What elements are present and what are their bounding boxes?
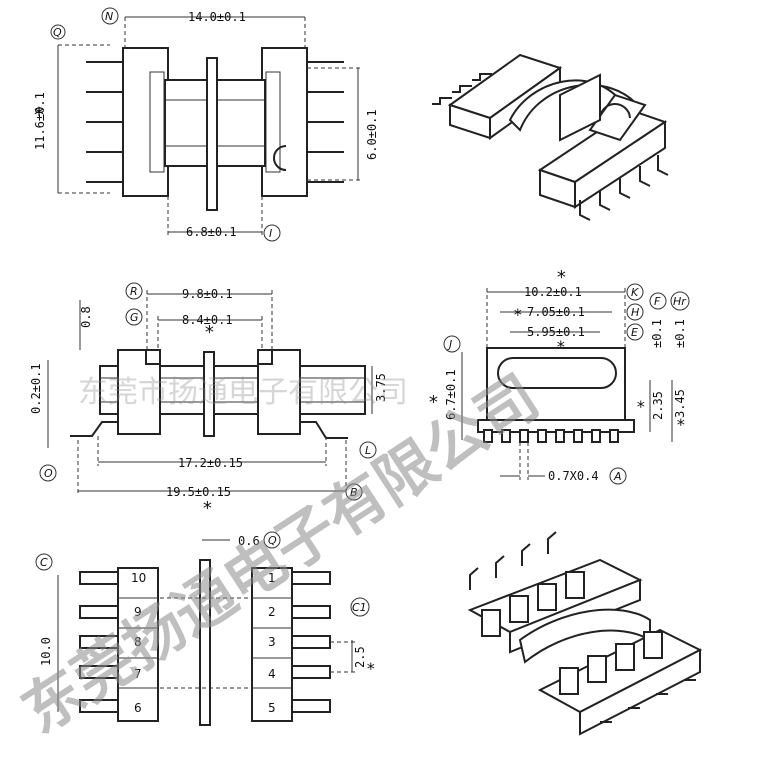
pin-label-5: 5 (268, 701, 276, 715)
label-q-bottom: Q (268, 534, 277, 547)
bottom-center-flange (199, 559, 211, 726)
dim-top-inner-width: 6.8±0.1 (186, 225, 237, 239)
pin-label-1: 1 (268, 571, 276, 585)
right-flange (261, 47, 308, 197)
front-view: * 10.2±0.1 K * 7.05±0.1 H 5.95±0.1 E * F… (428, 267, 690, 485)
svg-text:*: * (556, 337, 566, 356)
dim-side-left-height: 0.2±0.1 (29, 363, 43, 414)
label-r: R (130, 285, 138, 298)
top-left-pins (86, 61, 123, 183)
pin-label-4: 4 (268, 667, 276, 681)
dim-top-right-height: 6.0±0.1 (365, 109, 379, 160)
dim-top-height: 11.6±0.1 (33, 92, 47, 150)
side-center-flange (203, 351, 215, 437)
dim-front-k: 10.2±0.1 (524, 285, 582, 299)
label-l: L (365, 444, 371, 457)
dim-front-hr: ±0.1 (673, 319, 687, 348)
dim-front-f: ±0.1 (650, 319, 664, 348)
left-flange (122, 47, 169, 197)
front-oval (497, 357, 617, 389)
dim-top-width: 14.0±0.1 (188, 10, 246, 24)
label-f: F (654, 295, 661, 308)
front-body (486, 347, 626, 421)
watermark-horizontal: 东莞市扬通电子有限公司 (78, 375, 408, 410)
iso-view-top (432, 53, 669, 221)
dim-side-195: 19.5±0.15 (166, 485, 231, 499)
label-o: O (44, 467, 53, 480)
pin-label-3: 3 (268, 635, 276, 649)
label-i: I (269, 227, 272, 240)
center-flange (206, 57, 218, 211)
pin-label-8: 8 (134, 635, 142, 649)
svg-text:*: * (513, 305, 523, 324)
label-h: H (631, 306, 639, 319)
label-hr: Hr (673, 295, 687, 308)
dim-bottom-flange: 0.6 (238, 534, 260, 548)
pin-label-10: 10 (131, 571, 146, 585)
dim-side-g: 8.4±0.1 (182, 313, 233, 327)
dim-front-height: 6.7±0.1 (444, 369, 458, 420)
label-k: K (631, 286, 639, 299)
top-view: 14.0±0.1 N 11.6±0.1 * Q (33, 7, 379, 242)
dim-side-right-height: 3.75 (374, 373, 388, 402)
label-n: N (105, 10, 113, 23)
svg-text:*: * (636, 397, 646, 416)
dim-front-345: 3.45 (673, 389, 687, 418)
bottom-right-pins (251, 567, 331, 722)
label-e: E (631, 326, 638, 339)
label-c1: C1 (352, 601, 367, 614)
dim-front-235: 2.35 (651, 391, 665, 420)
iso-view-bottom (467, 531, 703, 736)
front-pins (483, 429, 619, 443)
label-b: B (350, 486, 358, 499)
dim-front-e: 5.95±0.1 (527, 325, 585, 339)
dim-front-h: 7.05±0.1 (527, 305, 585, 319)
pin-label-2: 2 (268, 605, 276, 619)
svg-text:*: * (366, 659, 376, 678)
label-g: G (130, 311, 139, 324)
dim-side-08: 0.8 (79, 306, 93, 328)
dim-bottom-pitch: 2.5 (353, 646, 367, 668)
top-right-pins (307, 61, 344, 183)
side-view: 9.8±0.1 R 8.4±0.1 G * 0.8 0.2±0.1 O 3. (29, 282, 388, 501)
dim-side-172: 17.2±0.15 (178, 456, 243, 470)
pin-label-6: 6 (134, 701, 142, 715)
svg-text:*: * (676, 415, 686, 434)
pin-label-7: 7 (134, 667, 142, 681)
bottom-view: * 0.6 Q C 10.0 10 9 8 7 6 (35, 498, 376, 726)
label-a: A (613, 470, 622, 483)
star-mark: * (33, 103, 45, 127)
svg-text:*: * (428, 392, 439, 413)
label-j: J (447, 338, 452, 351)
label-q: Q (53, 26, 62, 39)
label-c: C (40, 556, 48, 569)
svg-text:*: * (204, 322, 215, 343)
dim-bottom-10: 10.0 (39, 637, 53, 666)
bottom-left-pins (79, 567, 159, 722)
dim-front-pin: 0.7X0.4 (548, 469, 599, 483)
svg-text:*: * (556, 267, 567, 288)
dim-side-r: 9.8±0.1 (182, 287, 233, 301)
pin-label-9: 9 (134, 605, 142, 619)
svg-text:*: * (202, 498, 213, 519)
